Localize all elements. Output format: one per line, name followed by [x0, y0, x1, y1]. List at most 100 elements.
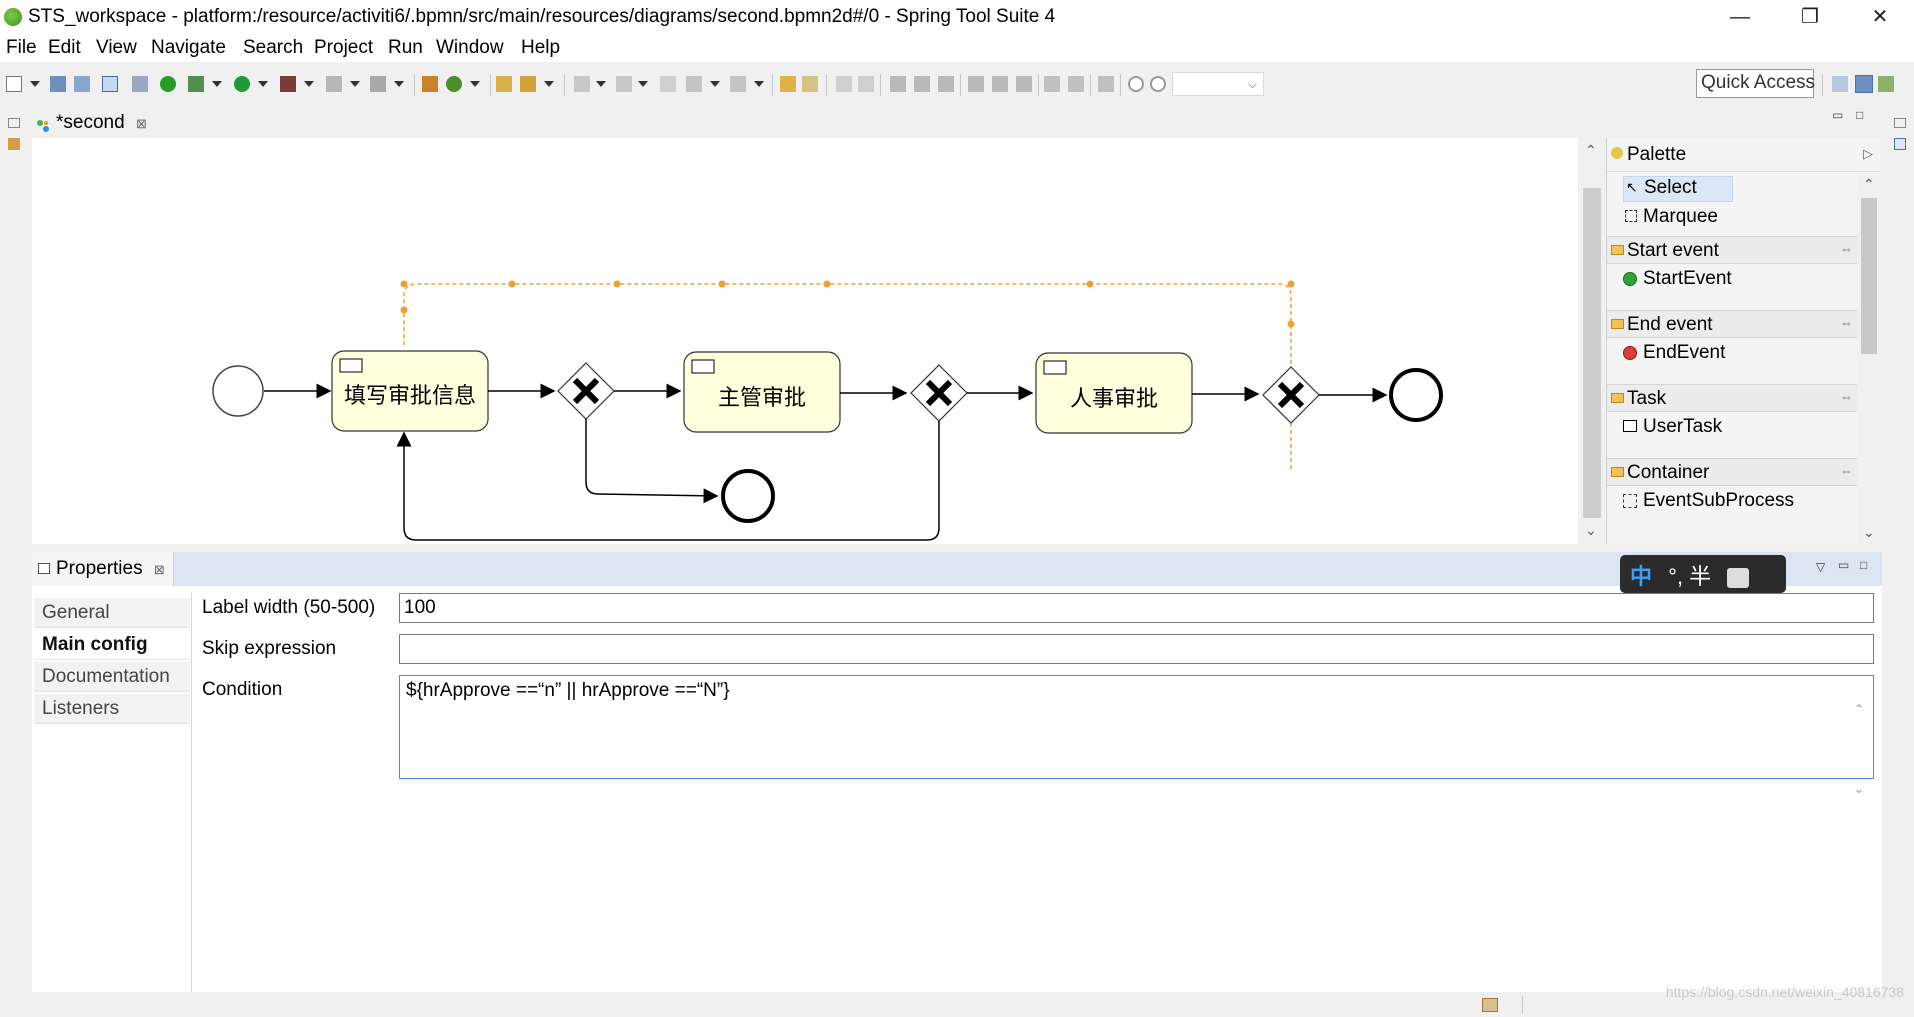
align-bottom-icon[interactable]	[1016, 76, 1032, 92]
align-center-icon[interactable]	[914, 76, 930, 92]
menu-search[interactable]: Search	[243, 37, 304, 58]
bpmn-canvas[interactable]: 填写审批信息 主管审批 人事审批	[32, 138, 1578, 544]
pin-icon[interactable]: ⇔	[1840, 241, 1853, 256]
close-button[interactable]: ✕	[1871, 6, 1889, 28]
coverage-dropdown-icon[interactable]	[394, 81, 404, 87]
align-top-icon[interactable]	[968, 76, 984, 92]
ime-symbols[interactable]: °, 半	[1668, 564, 1712, 589]
pin-icon[interactable]: ⇔	[1840, 389, 1853, 404]
copy-icon[interactable]	[836, 76, 852, 92]
end-event[interactable]	[1389, 368, 1443, 422]
editor-tab-second[interactable]: *second ⊠	[32, 108, 153, 138]
palette-group-end-event[interactable]: End event ⇔	[1607, 310, 1857, 338]
zoom-out-icon[interactable]	[1128, 76, 1144, 92]
menu-navigate[interactable]: Navigate	[151, 37, 226, 58]
new-spring-starter-icon[interactable]	[446, 76, 462, 92]
external-tools-icon[interactable]	[280, 76, 296, 92]
palette-item-end-event[interactable]: EndEvent	[1623, 342, 1725, 368]
debug-dropdown-icon[interactable]	[212, 81, 222, 87]
user-task-3[interactable]	[1035, 352, 1193, 434]
spring-boot-dashboard-icon[interactable]	[160, 76, 176, 92]
palette-item-start-event[interactable]: StartEvent	[1623, 268, 1732, 294]
scrollbar-thumb[interactable]	[1583, 188, 1601, 518]
debug-perspective-icon[interactable]	[1878, 76, 1894, 92]
undo-icon[interactable]	[780, 76, 796, 92]
package-explorer-icon[interactable]	[8, 138, 20, 150]
external-tools-dropdown-icon[interactable]	[304, 81, 314, 87]
chevron-down-icon[interactable]: ⌵	[1247, 77, 1257, 91]
previous-annotation-icon[interactable]	[616, 76, 632, 92]
bpmn-diagram[interactable]	[32, 138, 1578, 544]
menu-edit[interactable]: Edit	[48, 37, 81, 58]
menu-run[interactable]: Run	[388, 37, 423, 58]
pin-icon[interactable]: ⇔	[1840, 463, 1853, 478]
forward-icon[interactable]	[730, 76, 746, 92]
minimize-view-icon[interactable]: ▭	[1838, 558, 1850, 572]
run-dropdown-icon[interactable]	[258, 81, 268, 87]
back-icon[interactable]	[686, 76, 702, 92]
close-icon[interactable]: ⊠	[135, 116, 147, 131]
new-java-project-icon[interactable]	[422, 76, 438, 92]
minimize-editor-icon[interactable]: ▭	[1832, 108, 1844, 122]
flow-handles[interactable]	[400, 280, 1295, 328]
scrollbar-thumb[interactable]	[1861, 198, 1877, 354]
label-width-input[interactable]	[399, 593, 1874, 623]
nav-documentation[interactable]: Documentation	[34, 662, 190, 692]
maximize-button[interactable]: ❐	[1801, 6, 1819, 28]
new-spring-dropdown-icon[interactable]	[470, 81, 480, 87]
redo-icon[interactable]	[802, 76, 818, 92]
menu-help[interactable]: Help	[521, 37, 561, 58]
menu-project[interactable]: Project	[314, 37, 374, 58]
nav-main-config[interactable]: Main config	[34, 630, 190, 660]
coverage-icon[interactable]	[370, 76, 386, 92]
last-edit-icon[interactable]	[660, 76, 676, 92]
condition-textarea[interactable]: ${hrApprove ==“n” || hrApprove ==“N”}	[399, 675, 1874, 779]
palette-group-task[interactable]: Task ⇔	[1607, 384, 1857, 412]
palette-header[interactable]: Palette ▷	[1607, 138, 1881, 172]
properties-tab[interactable]: Properties ⊠	[32, 552, 174, 586]
maximize-editor-icon[interactable]: □	[1856, 108, 1864, 122]
next-annotation-icon[interactable]	[574, 76, 590, 92]
palette-item-user-task[interactable]: UserTask	[1623, 416, 1722, 442]
shirt-icon[interactable]	[1727, 568, 1750, 589]
status-icon[interactable]	[1482, 998, 1498, 1012]
sequence-flow[interactable]	[585, 419, 719, 504]
selected-sequence-flow[interactable]	[403, 283, 1292, 469]
canvas-scrollbar[interactable]: ⌃ ⌄	[1580, 138, 1604, 544]
quick-access-field[interactable]: Quick Access	[1696, 69, 1815, 98]
ime-toolbar[interactable]: 中 °, 半	[1620, 555, 1786, 593]
forward-dropdown-icon[interactable]	[754, 81, 764, 87]
pin-icon[interactable]: ⇔	[1840, 315, 1853, 330]
zoom-in-icon[interactable]	[1150, 76, 1166, 92]
back-dropdown-icon[interactable]	[710, 81, 720, 87]
open-type-icon[interactable]	[496, 76, 512, 92]
console-icon[interactable]	[102, 76, 118, 92]
restore-icon[interactable]	[8, 118, 20, 128]
stop-icon[interactable]	[326, 76, 342, 92]
palette-scrollbar[interactable]: ⌃ ⌄	[1857, 174, 1881, 544]
match-width-icon[interactable]	[1044, 76, 1060, 92]
zoom-combo[interactable]: ⌵	[1172, 72, 1264, 96]
close-icon[interactable]: ⊠	[153, 562, 165, 577]
search-dropdown-icon[interactable]	[544, 81, 554, 87]
menu-file[interactable]: File	[6, 37, 37, 58]
scroll-up-icon[interactable]: ⌃	[1585, 142, 1597, 158]
align-right-icon[interactable]	[938, 76, 954, 92]
new-dropdown-icon[interactable]	[30, 81, 40, 87]
nav-general[interactable]: General	[34, 598, 190, 628]
menu-view[interactable]: View	[96, 37, 137, 58]
align-left-icon[interactable]	[890, 76, 906, 92]
java-perspective-icon[interactable]	[1855, 75, 1873, 93]
skip-breakpoints-icon[interactable]	[132, 76, 148, 92]
scroll-down-icon[interactable]: ⌄	[1854, 782, 1865, 796]
menu-window[interactable]: Window	[436, 37, 504, 58]
save-icon[interactable]	[50, 76, 66, 92]
scroll-up-icon[interactable]: ⌃	[1863, 176, 1875, 192]
align-middle-icon[interactable]	[992, 76, 1008, 92]
minimize-button[interactable]: —	[1730, 6, 1750, 28]
save-all-icon[interactable]	[74, 76, 90, 92]
ime-mode[interactable]: 中	[1630, 564, 1653, 589]
next-annotation-dropdown-icon[interactable]	[596, 81, 606, 87]
palette-tool-select[interactable]: ↖ Select	[1623, 176, 1733, 202]
run-icon[interactable]	[234, 76, 250, 92]
